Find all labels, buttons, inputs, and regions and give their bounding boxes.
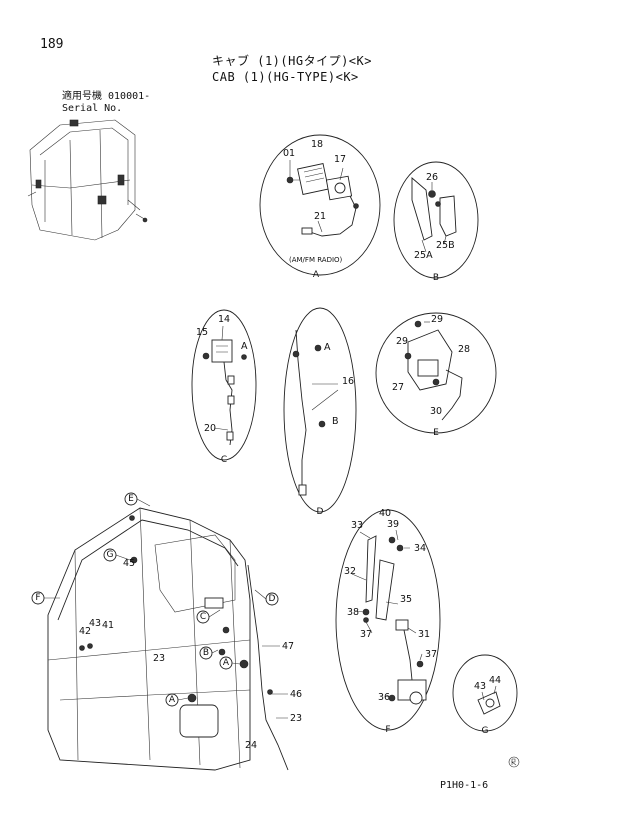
detail-f-part-label: 32 (344, 566, 356, 577)
serial-label-jp: 適用号機 010001- (62, 91, 151, 102)
detail-f-letter: F (385, 725, 390, 735)
key-thumbnail (27, 119, 148, 241)
wiper-arm (375, 559, 395, 621)
detail-g-part-label: 43 (474, 681, 486, 692)
detail-e-part-label: 28 (458, 344, 470, 355)
detail-e-part-label: 29 (431, 314, 443, 325)
wiper-blade (365, 535, 377, 603)
detail-f: 40 33 39 34 32 35 38 37 31 37 36 F (335, 508, 441, 735)
detail-f-part-label: 36 (378, 692, 390, 703)
detail-a-part-label: 17 (334, 154, 346, 165)
callout-letter: F (35, 593, 40, 603)
page-number: 189 (40, 37, 64, 52)
wiper-rod (403, 629, 413, 681)
screw (202, 352, 210, 360)
registered-mark (508, 756, 520, 768)
detail-f-part-label: 35 (400, 594, 412, 605)
detail-e-part-label: 30 (430, 406, 442, 417)
detail-g-part-label: 44 (489, 675, 501, 686)
cab-outline (47, 507, 251, 771)
radio-unit (297, 163, 329, 195)
detail-a-part-label: 21 (314, 211, 326, 222)
bracket-clip (439, 195, 457, 237)
rear-window (154, 534, 236, 613)
detail-d-ref-letter: B (332, 416, 339, 427)
detail-f-part-label: 39 (387, 519, 399, 530)
detail-f-part-label: 40 (379, 508, 391, 519)
cab-main-view: E G F C D B A A 45 42 43 41 23 47 46 23 … (31, 492, 302, 771)
footer-code: P1H0-1-6 (440, 780, 489, 791)
antenna-plug (298, 484, 307, 496)
detail-g-letter: G (482, 726, 489, 736)
bolt (428, 190, 436, 198)
detail-a-caption: (AM/FM RADIO) (289, 256, 343, 264)
detail-b-part-label: 25A (414, 250, 433, 261)
detail-e: 29 29 28 27 30 E (375, 312, 497, 438)
cab-part-label: 45 (123, 558, 135, 569)
detail-b-part-label: 25B (436, 240, 455, 251)
detail-a-letter: A (313, 270, 320, 280)
detail-f-part-label: 37 (360, 629, 372, 640)
cab-part-label: 42 (79, 626, 91, 637)
detail-d: 16 A B D (283, 307, 357, 517)
module (417, 359, 439, 377)
callout-letter: B (203, 648, 209, 658)
detail-e-part-label: 29 (396, 336, 408, 347)
cable (441, 369, 463, 421)
detail-d-ref-letter: A (324, 342, 331, 353)
detail-f-part-label: 34 (414, 543, 426, 554)
detail-f-part-label: 37 (425, 649, 437, 660)
detail-f-part-label: 31 (418, 629, 430, 640)
cab-part-label: 46 (290, 689, 302, 700)
detail-a: 01 18 17 21 (AM/FM RADIO) A (259, 134, 381, 280)
detail-c-part-label: 20 (204, 423, 216, 434)
detail-d-letter: D (317, 507, 324, 517)
detail-c-ref-letter: A (241, 341, 248, 352)
callout-letter: C (200, 612, 206, 622)
callout-letter: A (223, 658, 230, 668)
page-title-jp: キャブ (1)(HGタイプ)<K> (212, 54, 372, 68)
cab-panel (179, 704, 219, 738)
detail-b: 26 25A 25B B (393, 161, 479, 283)
detail-b-part-label: 26 (426, 172, 438, 183)
cab-part-label: 23 (290, 713, 302, 724)
detail-g: 43 44 G (452, 654, 518, 736)
radio-slot (204, 597, 224, 609)
cab-part-label: 23 (153, 653, 165, 664)
detail-f-part-label: 38 (347, 607, 359, 618)
bracket-plate (411, 177, 433, 241)
detail-a-part-label: 18 (311, 139, 323, 150)
detail-a-part-label: 01 (283, 148, 295, 159)
detail-e-letter: E (433, 428, 439, 438)
page-title-en: CAB (1)(HG-TYPE)<K> (212, 70, 359, 84)
detail-c: 14 15 20 A C (191, 309, 257, 465)
callout-letter: D (269, 594, 276, 604)
cab-part-label: 47 (282, 641, 294, 652)
callout-letter: E (128, 494, 134, 504)
cab-part-label: 43 (89, 618, 101, 629)
callout-letter: A (169, 695, 176, 705)
detail-f-part-label: 33 (351, 520, 363, 531)
cab-part-label: 41 (102, 620, 114, 631)
connector-block (211, 339, 233, 363)
cab-part-label: 24 (245, 740, 257, 751)
screw (286, 176, 294, 184)
callout-letter: G (107, 550, 114, 560)
antenna-cable (247, 564, 289, 771)
detail-c-part-label: 14 (218, 314, 230, 325)
detail-d-part-label: 16 (342, 376, 354, 387)
detail-c-letter: C (221, 455, 227, 465)
detail-b-letter: B (433, 273, 439, 283)
detail-c-part-label: 15 (196, 327, 208, 338)
serial-label-en: Serial No. (62, 103, 123, 114)
detail-e-part-label: 27 (392, 382, 404, 393)
